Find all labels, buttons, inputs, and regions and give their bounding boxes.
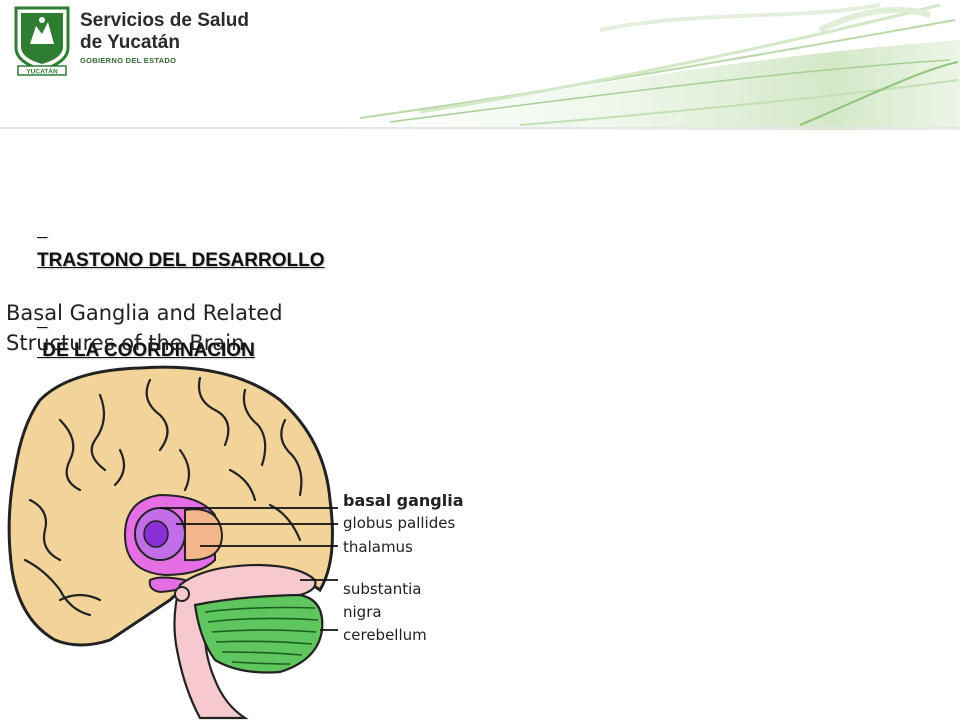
substantia-nigra-shape xyxy=(174,586,190,602)
brain-diagram xyxy=(7,365,338,720)
label-nigra: nigra xyxy=(343,603,382,621)
slide-title: TRASTONO DEL DESARROLLO DE LA COORDINACI… xyxy=(37,186,324,396)
label-substantia: substantia xyxy=(343,580,422,598)
header-wave-decoration xyxy=(0,3,960,130)
label-basal-ganglia: basal ganglia xyxy=(343,491,464,510)
organization-name-line2: de Yucatán xyxy=(80,32,180,53)
slide-title-line2: DE LA COORDINACION xyxy=(37,340,255,361)
label-pointer-lines xyxy=(160,507,338,631)
header-banner: YUCATÁN Servicios de Salud de Yucatán GO… xyxy=(0,0,960,130)
organization-name: Servicios de Salud de Yucatán xyxy=(80,10,249,54)
globus-core-shape xyxy=(143,520,169,548)
thalamus-shape xyxy=(184,508,224,562)
emblem-label: YUCATÁN xyxy=(26,67,58,76)
cerebellum-shape xyxy=(193,593,324,674)
yucatan-emblem-logo: YUCATÁN xyxy=(12,4,72,76)
figure-title-line1: Basal Ganglia and Related xyxy=(6,301,283,325)
label-cerebellum: cerebellum xyxy=(343,626,427,644)
cerebellum-folia xyxy=(204,606,319,665)
organization-name-line1: Servicios de Salud xyxy=(80,10,249,31)
cortex-sulci xyxy=(23,376,303,617)
label-thalamus: thalamus xyxy=(343,538,413,556)
organization-subtitle: GOBIERNO DEL ESTADO xyxy=(80,56,177,65)
figure-title: Basal Ganglia and Related Structures of … xyxy=(6,298,283,358)
label-globus-pallides: globus pallides xyxy=(343,514,456,532)
figure-title-line2: Structures of the Brain xyxy=(6,331,245,355)
slide-title-line1: TRASTONO DEL DESARROLLO xyxy=(37,250,325,271)
